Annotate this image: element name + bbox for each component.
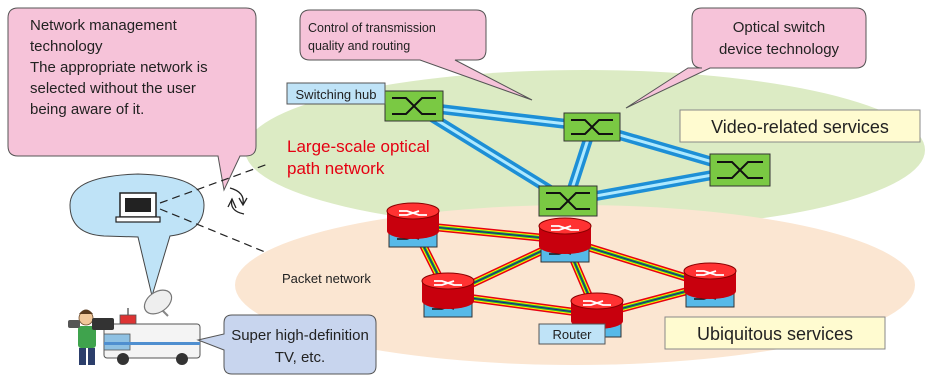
tv-callout-line-2: TV, etc. — [275, 349, 325, 366]
camera-operator-icon — [68, 309, 114, 365]
video-services-label: Video-related services — [679, 109, 921, 143]
router-label: Router — [538, 323, 606, 345]
packet-network-label: Packet network — [282, 271, 371, 286]
switch-arrows-icon — [227, 187, 248, 215]
network-mgmt-body-2: selected without the user — [30, 80, 196, 97]
ubiquitous-services-text: Ubiquitous services — [697, 324, 853, 344]
tv-callout-line-1: Super high-definition — [231, 327, 369, 344]
ubiquitous-services-label: Ubiquitous services — [664, 316, 886, 350]
optical-switch-callout: Optical switch device technology — [625, 7, 867, 109]
router-3 — [421, 272, 475, 318]
router-1 — [386, 202, 440, 248]
router-2 — [538, 217, 592, 263]
network-management-callout: Network management technology The approp… — [7, 7, 257, 192]
optical-switch-line-1: Optical switch — [733, 19, 826, 36]
optical-switch-top — [563, 112, 621, 142]
optical-network-label-2: path network — [287, 159, 385, 178]
network-mgmt-title-1: Network management — [30, 17, 178, 34]
terminal-bubble — [69, 163, 269, 298]
broadcast-van-icon — [103, 289, 201, 365]
computer-icon — [115, 192, 161, 223]
network-mgmt-body-3: being aware of it. — [30, 101, 144, 118]
optical-network-label-1: Large-scale optical — [287, 137, 430, 156]
optical-switch-right — [709, 153, 771, 187]
network-mgmt-title-2: technology — [30, 38, 103, 55]
router-text: Router — [552, 327, 592, 342]
router-5 — [683, 262, 737, 308]
optical-switch-line-2: device technology — [719, 41, 840, 58]
control-callout-line-1: Control of transmission — [308, 21, 436, 35]
control-callout: Control of transmission quality and rout… — [299, 9, 533, 101]
optical-switch-hub — [384, 90, 444, 122]
optical-switch-bottom — [538, 185, 598, 217]
tv-callout: Super high-definition TV, etc. — [196, 314, 377, 375]
switching-hub-label: Switching hub — [286, 82, 386, 105]
switching-hub-text: Switching hub — [296, 87, 377, 102]
video-services-text: Video-related services — [711, 117, 889, 137]
network-mgmt-body-1: The appropriate network is — [30, 59, 208, 76]
control-callout-line-2: quality and routing — [308, 39, 410, 53]
